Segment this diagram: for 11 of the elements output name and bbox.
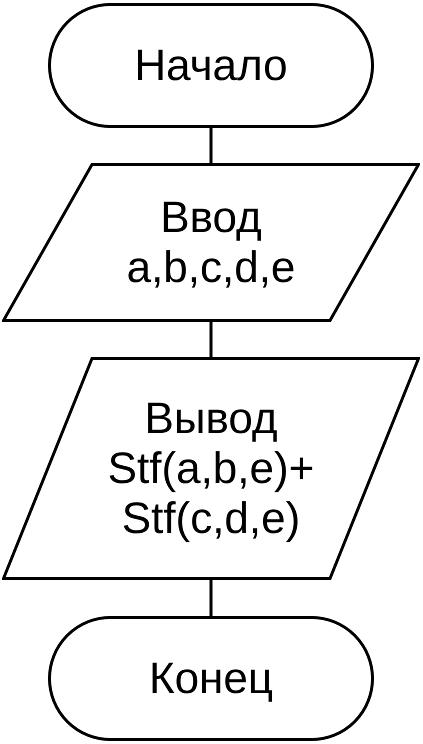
connector-line — [210, 322, 212, 357]
node-label: a,b,c,d,e — [126, 242, 296, 292]
node-label: Конец — [148, 654, 274, 704]
io-parallelogram — [2, 163, 420, 322]
node-label: Ввод — [159, 192, 263, 242]
node-label: Stf(a,b,e)+ Stf(c,d,e) — [106, 444, 316, 544]
io-parallelogram — [2, 357, 420, 580]
connector-line — [210, 128, 212, 163]
connector-line — [210, 580, 212, 616]
node-label: Начало — [133, 40, 289, 90]
node-label: Вывод — [143, 394, 279, 444]
